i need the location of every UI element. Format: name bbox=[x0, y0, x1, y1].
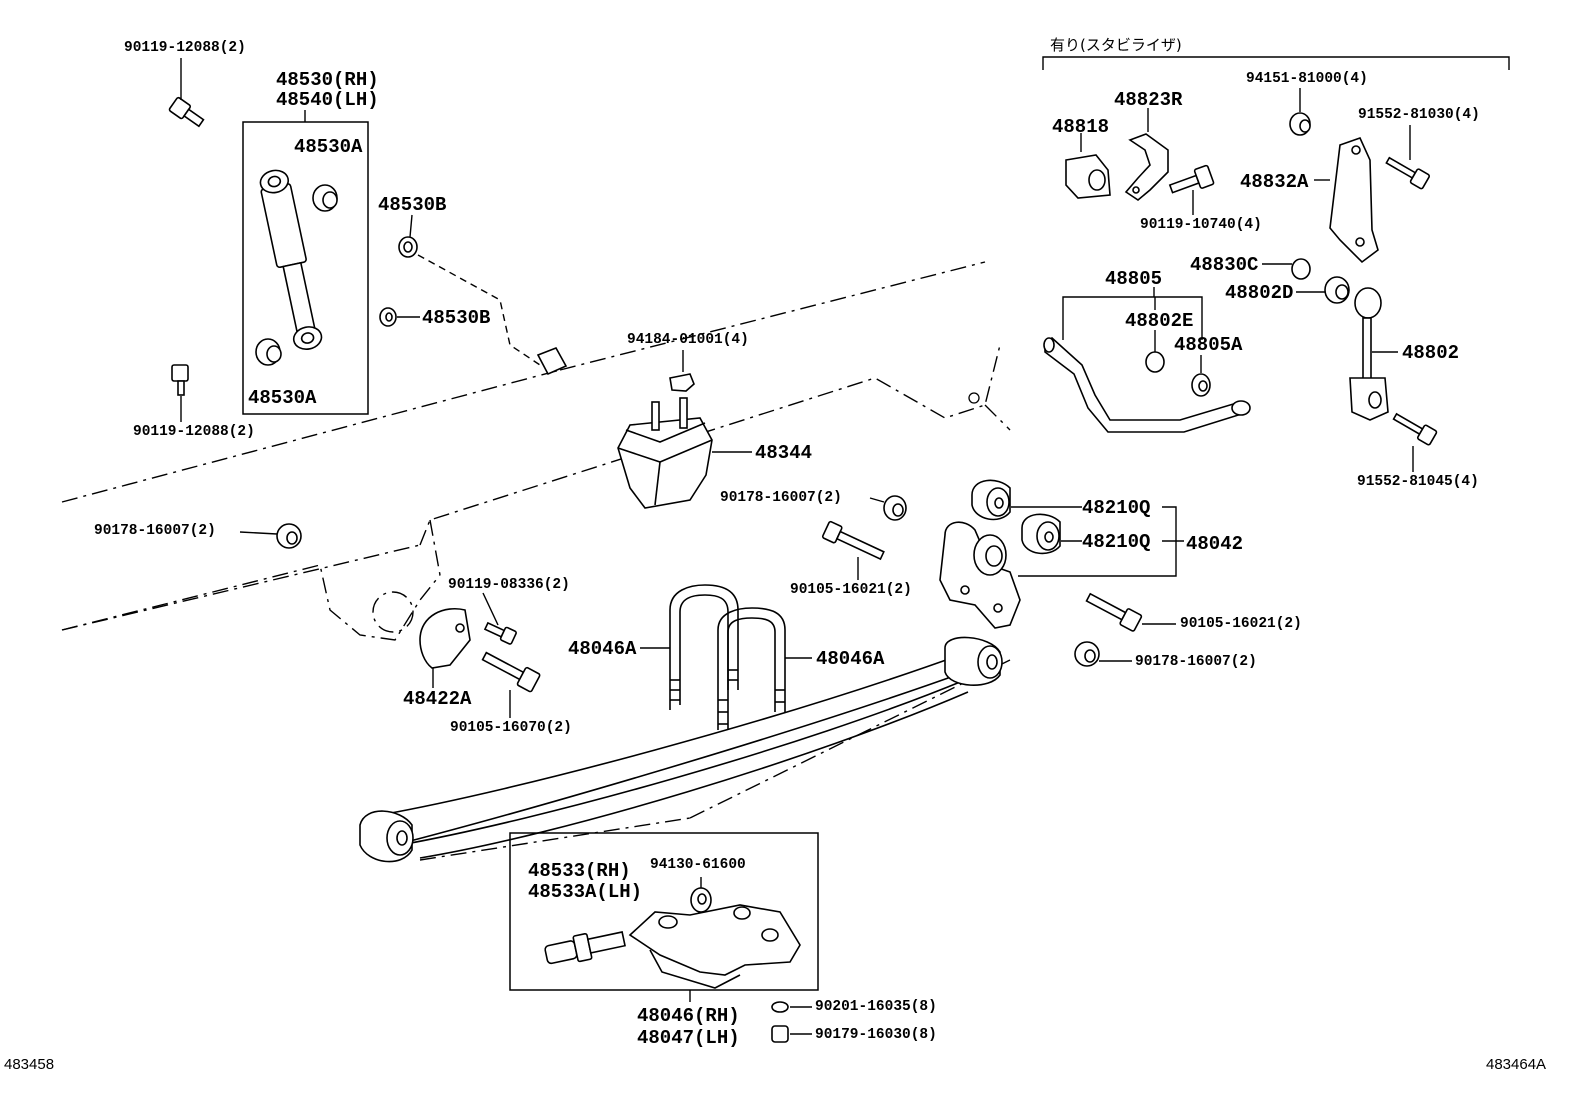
leaf-spring bbox=[378, 653, 969, 859]
label-48802: 48802 bbox=[1402, 342, 1460, 364]
bracket-48823r bbox=[1124, 133, 1169, 201]
label-90105-16021-a: 90105-16021(2) bbox=[790, 582, 912, 598]
bushing-48830c bbox=[1291, 258, 1311, 280]
bolt-91552-81045 bbox=[1392, 412, 1438, 446]
label-48046a-left: 48046A bbox=[568, 638, 637, 660]
spring-eye-front bbox=[944, 636, 1003, 686]
label-48046-rh: 48046(RH) bbox=[637, 1005, 740, 1027]
label-94184-01001: 94184-01001(4) bbox=[627, 332, 749, 348]
label-with-stabilizer: 有り(スタビライザ) bbox=[1050, 36, 1182, 54]
nut-90178-16007-a bbox=[883, 495, 907, 521]
label-90105-16070: 90105-16070(2) bbox=[450, 720, 572, 736]
washer-48530b-mid bbox=[379, 307, 397, 327]
bushing-48818 bbox=[1065, 154, 1111, 199]
label-94151-81000: 94151-81000(4) bbox=[1246, 71, 1368, 87]
label-48805a: 48805A bbox=[1174, 334, 1243, 356]
label-90178-16007-b: 90178-16007(2) bbox=[94, 523, 216, 539]
label-90178-16007-c: 90178-16007(2) bbox=[1135, 654, 1257, 670]
spring-eye-rear bbox=[359, 810, 414, 863]
u-bolt-48046a-right bbox=[717, 607, 786, 730]
shackle-pin-48533 bbox=[544, 931, 626, 965]
nut-90179-16030 bbox=[771, 1025, 789, 1043]
label-48422a: 48422A bbox=[403, 688, 472, 710]
bushing-48802e bbox=[1145, 351, 1165, 373]
label-90178-16007-a: 90178-16007(2) bbox=[720, 490, 842, 506]
label-48823r: 48823R bbox=[1114, 89, 1183, 111]
shock-lower-stud bbox=[536, 347, 568, 376]
bushing-48530a-top bbox=[312, 184, 338, 212]
label-48832a: 48832A bbox=[1240, 171, 1309, 193]
label-48530b-top: 48530B bbox=[378, 194, 447, 216]
label-94130-61600: 94130-61600 bbox=[650, 857, 746, 873]
label-48210q-b: 48210Q bbox=[1082, 531, 1151, 553]
bolt-90119-10740 bbox=[1168, 164, 1215, 194]
shackle-plate-48046 bbox=[628, 904, 801, 989]
label-48042: 48042 bbox=[1186, 533, 1244, 555]
bushing-48210q-a bbox=[971, 479, 1011, 521]
u-bolt-48046a-left bbox=[669, 584, 739, 710]
stabilizer-bar-48805 bbox=[1043, 336, 1251, 433]
label-90105-16021-b: 90105-16021(2) bbox=[1180, 616, 1302, 632]
shackle-group-box bbox=[509, 832, 819, 991]
stabilizer-link-48802 bbox=[1349, 287, 1389, 421]
washer-48530b-top bbox=[398, 236, 418, 258]
bump-stopper-48344 bbox=[617, 397, 713, 509]
bolt-91552-81030 bbox=[1385, 156, 1431, 190]
label-48210q-a: 48210Q bbox=[1082, 497, 1151, 519]
label-48344: 48344 bbox=[755, 442, 813, 464]
diagram-id-right: 483464A bbox=[1486, 1056, 1547, 1073]
label-48540-lh: 48540(LH) bbox=[276, 89, 379, 111]
bracket-48042 bbox=[939, 521, 1021, 629]
label-48530-rh: 48530(RH) bbox=[276, 69, 379, 91]
label-90119-10740: 90119-10740(4) bbox=[1140, 217, 1262, 233]
label-48533a-lh: 48533A(LH) bbox=[528, 881, 643, 903]
bolt-90119-12088-bottom bbox=[171, 364, 189, 396]
bushing-48530a-bottom bbox=[255, 338, 282, 366]
label-48830c: 48830C bbox=[1190, 254, 1259, 276]
bolt-90119-08336 bbox=[483, 621, 517, 645]
label-48802e: 48802E bbox=[1125, 310, 1194, 332]
chassis-frame-outline bbox=[61, 261, 1011, 861]
label-48805: 48805 bbox=[1105, 268, 1163, 290]
label-90119-12088-bottom: 90119-12088(2) bbox=[133, 424, 255, 440]
label-90179-16030: 90179-16030(8) bbox=[815, 1027, 937, 1043]
diagram-id-left: 483458 bbox=[4, 1056, 55, 1073]
label-91552-81030: 91552-81030(4) bbox=[1358, 107, 1480, 123]
label-48046a-right: 48046A bbox=[816, 648, 885, 670]
label-48818: 48818 bbox=[1052, 116, 1110, 138]
shock-absorber-group-box bbox=[242, 121, 369, 415]
bushing-48802d bbox=[1324, 276, 1350, 304]
label-91552-81045: 91552-81045(4) bbox=[1357, 474, 1479, 490]
label-48530b-mid: 48530B bbox=[422, 307, 491, 329]
label-90119-08336: 90119-08336(2) bbox=[448, 577, 570, 593]
nut-94184-01001 bbox=[669, 373, 695, 392]
bolt-90105-16021-b bbox=[1085, 592, 1143, 632]
spring-seat-48422a bbox=[419, 608, 471, 669]
label-48802d: 48802D bbox=[1225, 282, 1294, 304]
bushing-94130-61600 bbox=[690, 887, 712, 913]
nut-94151-81000 bbox=[1289, 112, 1311, 136]
washer-90201-16035 bbox=[771, 1001, 789, 1013]
label-48530a-top: 48530A bbox=[294, 136, 363, 158]
nut-90178-16007-b bbox=[276, 523, 302, 549]
label-48533-rh: 48533(RH) bbox=[528, 860, 631, 882]
label-90119-12088-top: 90119-12088(2) bbox=[124, 40, 246, 56]
label-90201-16035: 90201-16035(8) bbox=[815, 999, 937, 1015]
bushing-48210q-b bbox=[1021, 513, 1061, 555]
label-48530a-bottom: 48530A bbox=[248, 387, 317, 409]
bracket-48832a bbox=[1329, 137, 1379, 264]
label-48047-lh: 48047(LH) bbox=[637, 1027, 740, 1049]
bolt-90119-12088-top bbox=[168, 96, 205, 128]
bushing-48805a bbox=[1191, 373, 1211, 397]
bolt-90105-16021-a bbox=[821, 520, 885, 561]
nut-90178-16007-c bbox=[1074, 641, 1100, 667]
shock-absorber bbox=[259, 169, 323, 350]
bolt-90105-16070 bbox=[481, 651, 541, 693]
